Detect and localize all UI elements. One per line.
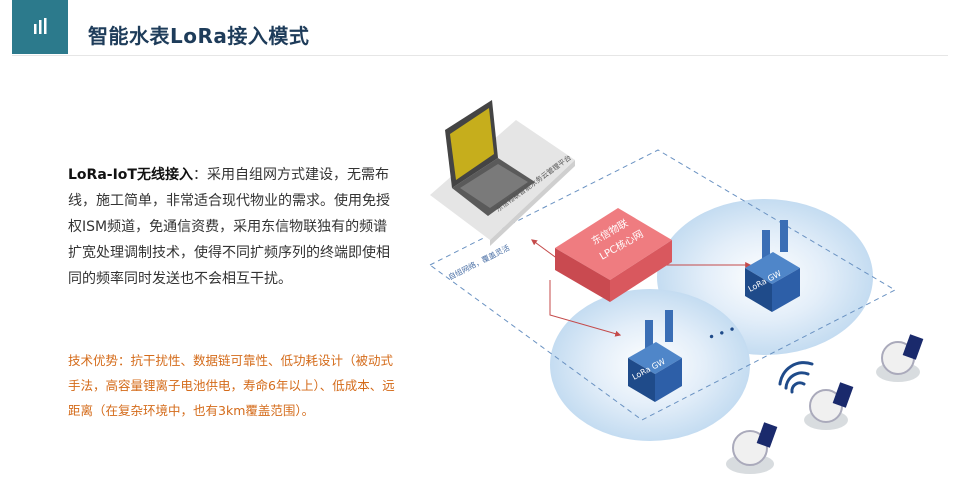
water-meter-2: [804, 382, 854, 430]
description-lead: LoRa-IoT无线接入: [68, 167, 193, 183]
water-meter-1: [876, 334, 924, 382]
gateway-right: LoRa GW: [745, 220, 800, 312]
description-text: LoRa-IoT无线接入：采用自组网方式建设，无需布线，施工简单，非常适合现代物…: [68, 162, 396, 292]
header-badge: [12, 0, 68, 54]
network-diagram: 自组网络，覆盖灵活 东信物联智能水务云管理平台 东信物联 LPC核心网 LoRa…: [410, 80, 960, 498]
bars-icon: [34, 18, 47, 34]
advantages-text: 技术优势：抗干扰性、数据链可靠性、低功耗设计（被动式手法，高容量锂离子电池供电，…: [68, 353, 395, 418]
network-label: 自组网络，覆盖灵活: [446, 242, 511, 282]
network-boundary: [429, 149, 897, 421]
page-title: 智能水表LoRa接入模式: [88, 24, 310, 48]
wifi-icon: [778, 361, 814, 394]
description-body: ：采用自组网方式建设，无需布线，施工简单，非常适合现代物业的需求。使用免授权IS…: [68, 167, 390, 287]
header-divider: [12, 55, 948, 56]
water-meter-3: [726, 422, 778, 474]
gateway-left: LoRa GW: [628, 310, 682, 402]
core-network-box-top: [555, 208, 672, 280]
